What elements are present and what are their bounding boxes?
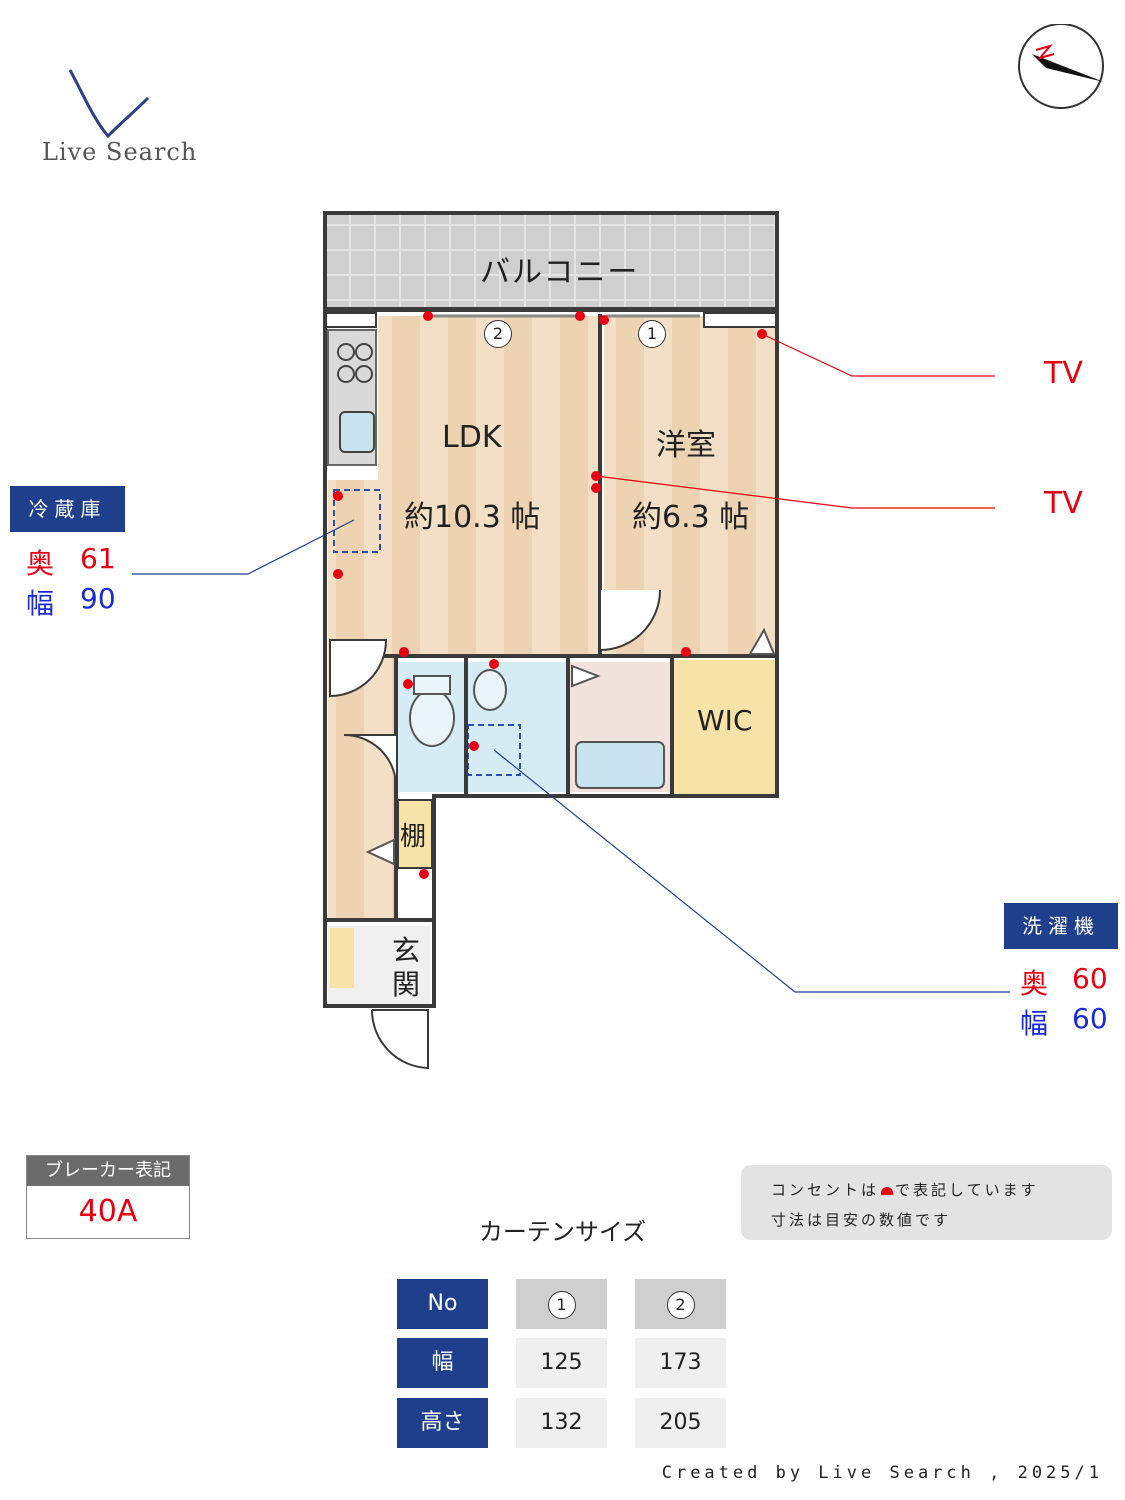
curtain-marker-1: 1 bbox=[638, 320, 666, 348]
washer-space bbox=[467, 724, 521, 776]
fridge-depth-label: 奥 bbox=[26, 547, 55, 580]
washer-depth-value: 60 bbox=[1072, 962, 1108, 995]
shelf-label: 棚 bbox=[400, 822, 427, 852]
breaker-value: 40A bbox=[78, 1194, 138, 1229]
row-label-height: 高さ bbox=[397, 1398, 488, 1448]
notes-box: コンセントはで表記しています 寸法は目安の数値です bbox=[741, 1165, 1112, 1240]
ldk-size: 約10.3 帖 bbox=[404, 500, 541, 535]
outlet-icon bbox=[881, 1187, 894, 1195]
washer-title: 洗濯機 bbox=[1004, 903, 1118, 949]
wic-label: WIC bbox=[697, 704, 753, 737]
tv-label-2: TV bbox=[1044, 486, 1083, 521]
wic-area bbox=[674, 660, 776, 796]
breaker-label: ブレーカー表記 bbox=[27, 1156, 189, 1186]
bathtub bbox=[575, 741, 665, 789]
fridge-width-label: 幅 bbox=[26, 587, 55, 620]
western-room-label: 洋室 bbox=[656, 428, 716, 463]
logo-text: Live Search bbox=[42, 138, 198, 166]
western-room-size: 約6.3 帖 bbox=[632, 500, 750, 535]
table-header-1: 1 bbox=[516, 1279, 607, 1329]
ldk-label: LDK bbox=[442, 420, 502, 455]
note-line-2: 寸法は目安の数値です bbox=[771, 1211, 952, 1229]
sink bbox=[339, 411, 375, 453]
note-line-1: コンセントはで表記しています bbox=[771, 1181, 1039, 1199]
curtain-title: カーテンサイズ bbox=[478, 1218, 647, 1246]
balcony-label: バルコニー bbox=[480, 255, 640, 290]
washer-width-value: 60 bbox=[1072, 1002, 1108, 1035]
table-cell: 205 bbox=[635, 1398, 726, 1448]
fridge-space bbox=[333, 489, 381, 553]
table-cell: 173 bbox=[635, 1338, 726, 1388]
ldk-floor bbox=[378, 316, 600, 656]
table-cell: 125 bbox=[516, 1338, 607, 1388]
entrance-label: 玄関 bbox=[392, 934, 421, 1001]
table-cell: 132 bbox=[516, 1398, 607, 1448]
table-header-2: 2 bbox=[635, 1279, 726, 1329]
curtain-marker-2: 2 bbox=[484, 320, 512, 348]
washer-depth-label: 奥 bbox=[1020, 967, 1049, 1000]
washer-width-label: 幅 bbox=[1020, 1007, 1049, 1040]
fridge-depth-value: 61 bbox=[80, 542, 116, 575]
compass-icon bbox=[1018, 24, 1104, 109]
fridge-width-value: 90 bbox=[80, 582, 116, 615]
fridge-title: 冷蔵庫 bbox=[10, 486, 125, 532]
breaker-box: ブレーカー表記 40A bbox=[26, 1155, 190, 1239]
floor-plan bbox=[132, 211, 1010, 1070]
row-label-width: 幅 bbox=[397, 1338, 488, 1388]
footer-credit: Created by Live Search , 2025/1 bbox=[661, 1463, 1103, 1483]
tv-label-1: TV bbox=[1044, 356, 1083, 391]
logo-mark bbox=[68, 69, 150, 139]
table-header-no: No bbox=[397, 1279, 488, 1329]
